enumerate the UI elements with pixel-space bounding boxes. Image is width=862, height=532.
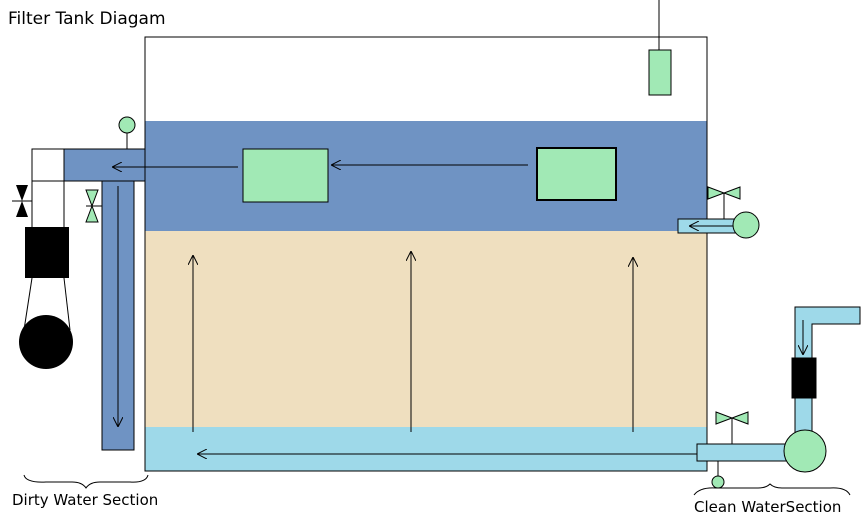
tank-outline <box>144 36 708 472</box>
tank-clean-water-layer <box>145 427 707 471</box>
tank-dirty-water-layer <box>145 121 707 231</box>
dirty-motor <box>25 227 69 278</box>
pressure-gauge-dirty <box>118 116 136 134</box>
filter-module-right <box>536 147 617 201</box>
tank-sand-bed-layer <box>145 231 707 427</box>
dirty-valve-green <box>85 189 99 223</box>
clean-motor <box>791 357 817 399</box>
pump-line-left-lower <box>23 277 33 331</box>
level-sensor <box>648 49 672 96</box>
clean-section-brace <box>693 483 851 496</box>
filter-module-left <box>242 148 329 203</box>
return-pump-small <box>732 211 760 239</box>
return-valve-upper <box>707 186 741 200</box>
clean-inlet-pipe <box>696 443 788 462</box>
drain-valve-black <box>16 185 28 217</box>
pressure-gauge-clean <box>711 475 725 489</box>
bypass-pipe <box>31 148 65 182</box>
dirty-outlet-pipe <box>63 148 146 182</box>
diagram-title: Filter Tank Diagam <box>8 9 166 29</box>
clean-valve <box>715 411 749 425</box>
pump-line-right-lower <box>63 277 71 331</box>
dirty-pump <box>19 315 73 369</box>
dirty-section-brace <box>23 474 149 489</box>
clean-water-section-label: Clean WaterSection <box>694 498 842 516</box>
clean-pump <box>783 429 827 473</box>
dirty-water-section-label: Dirty Water Section <box>12 491 159 509</box>
